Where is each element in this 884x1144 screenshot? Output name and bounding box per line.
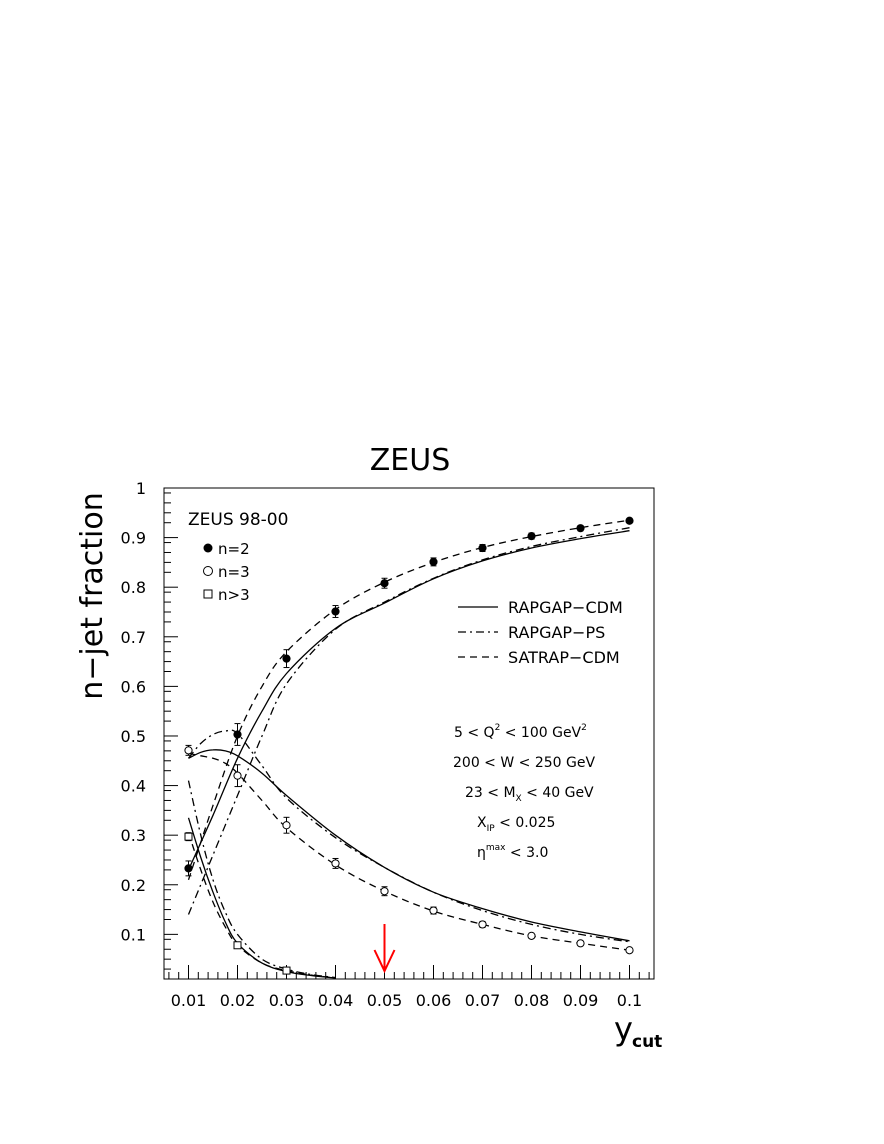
- legend-marker-n2: [203, 543, 213, 553]
- point-n3: [233, 771, 242, 780]
- data-legend-title: ZEUS 98-00: [188, 510, 288, 530]
- x-axis-label-sub: cut: [632, 1032, 662, 1052]
- point-ngt3: [233, 941, 242, 950]
- point-n3: [282, 821, 291, 830]
- x-tick-label: 0.04: [318, 991, 354, 1010]
- point-n3: [380, 887, 389, 896]
- point-n2: [625, 516, 634, 525]
- point-n3: [429, 906, 438, 915]
- point-n2: [576, 524, 585, 533]
- arrow-head: [373, 949, 396, 974]
- x-tick-label: 0.07: [465, 991, 501, 1010]
- y-axis-label: n−jet fraction: [75, 492, 110, 699]
- data-points: [184, 516, 634, 975]
- point-n2: [527, 532, 536, 541]
- curve-satrap-cdm-n2: [187, 519, 630, 881]
- curve-rapgap-ps-n3: [187, 780, 336, 979]
- legend-marker-n3: [203, 566, 213, 576]
- x-tick-label: 0.06: [416, 991, 452, 1010]
- x-axis-label-main: y: [614, 1010, 633, 1048]
- x-tick-label: 0.03: [269, 991, 305, 1010]
- x-tick-label: 0.02: [220, 991, 256, 1010]
- cut-line: ηmax < 3.0: [477, 843, 548, 861]
- axis-ticks: 0.01 0.02 0.03 0.04 0.05 0.06 0.07 0.08 0.09 0.1 0…: [121, 479, 650, 1010]
- y-tick-label: 0.2: [121, 876, 146, 895]
- legend-label: n=2: [218, 540, 250, 558]
- point-n2: [233, 730, 242, 739]
- y-tick-label: 1: [136, 479, 146, 498]
- x-tick-label: 0.08: [514, 991, 550, 1010]
- plot-frame: [163, 487, 655, 980]
- curve-satrap-cdm-n3: [187, 832, 336, 979]
- y-tick-label: 0.4: [121, 777, 146, 796]
- point-n2: [478, 543, 487, 553]
- point-ngt3: [184, 832, 193, 841]
- y-tick-label: 0.1: [121, 925, 146, 944]
- legend-label: n>3: [218, 586, 250, 604]
- point-n3: [331, 859, 340, 868]
- point-n3: [478, 920, 487, 929]
- cut-line: 200 < W < 250 GeV: [453, 755, 595, 771]
- cut-line: 5 < Q2 < 100 GeV2: [454, 723, 587, 741]
- point-n2: [184, 864, 193, 873]
- y-tick-label: 0.7: [121, 628, 146, 647]
- model-legend-label: SATRAP−CDM: [508, 648, 620, 667]
- kinematic-cuts: 5 < Q2 < 100 GeV2 200 < W < 250 GeV 23 < M…: [453, 723, 595, 861]
- point-n2: [429, 557, 438, 566]
- point-n3: [576, 939, 585, 948]
- curve-rapgap-cdm-n3: [187, 817, 336, 979]
- model-legend-label: RAPGAP−PS: [508, 623, 605, 642]
- model-legend: RAPGAP−CDM RAPGAP−PS SATRAP−CDM: [458, 598, 623, 667]
- x-tick-label: 0.09: [563, 991, 599, 1010]
- cut-line: XIP < 0.025: [477, 815, 555, 834]
- point-ngt3: [282, 966, 291, 975]
- curve-rapgap-cdm-n3: [188, 749, 630, 942]
- y-tick-label: 0.9: [121, 529, 146, 548]
- ycut-arrow: [373, 924, 396, 974]
- point-n3: [527, 931, 536, 940]
- point-n2: [331, 607, 340, 616]
- point-n2: [282, 654, 291, 663]
- y-tick-label: 0.5: [121, 727, 146, 746]
- chart-title: ZEUS: [370, 443, 451, 478]
- y-tick-label: 0.6: [121, 677, 146, 696]
- x-axis-label: y cut: [614, 1010, 662, 1052]
- data-legend: ZEUS 98-00 n=2 n=3 n>3: [188, 510, 288, 604]
- point-n2: [380, 579, 389, 588]
- legend-marker-ngt3: [203, 589, 213, 599]
- curve-rapgap-ps-n2: [187, 527, 630, 915]
- x-tick-label: 0.1: [617, 991, 642, 1010]
- curve-rapgap-ps-n3: [187, 729, 630, 943]
- y-tick-label: 0.3: [121, 826, 146, 845]
- y-tick-label: 0.8: [121, 578, 146, 597]
- curve-satrap-cdm-n3: [188, 752, 630, 951]
- curve-rapgap-cdm-n2: [187, 530, 630, 871]
- cut-line: 23 < MX < 40 GeV: [465, 785, 594, 804]
- model-curves: [187, 519, 630, 979]
- x-tick-label: 0.01: [171, 991, 207, 1010]
- point-n3: [184, 746, 193, 755]
- legend-label: n=3: [218, 563, 250, 581]
- point-n3: [625, 946, 634, 955]
- x-tick-label: 0.05: [367, 991, 403, 1010]
- model-legend-label: RAPGAP−CDM: [508, 598, 623, 617]
